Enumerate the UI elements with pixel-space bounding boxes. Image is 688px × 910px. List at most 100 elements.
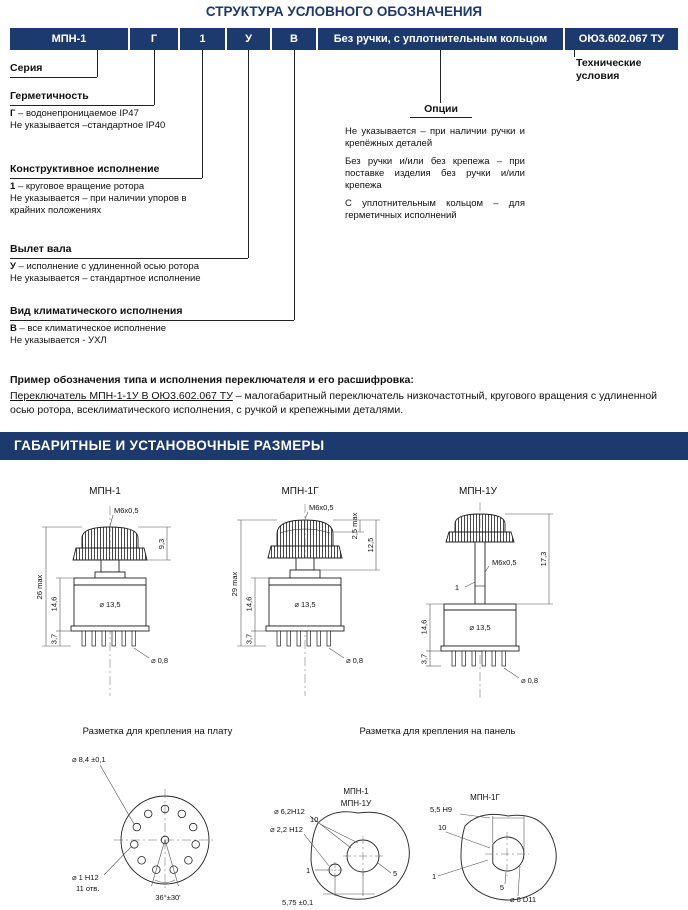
dim-pin-height: 3,7 [420, 654, 429, 664]
designation-box-tu: ОЮ3.602.067 ТУ [565, 28, 678, 50]
dim-body-diameter: ⌀ 13,5 [469, 623, 490, 632]
dim-pitch: 5,75 ±0,1 [282, 898, 313, 907]
dimension-labels: M6x0,5 17,3 1 14,6 3,7 ⌀ 13,5 ⌀ 0,8 [420, 552, 549, 685]
dim-pin-diameter: ⌀ 0,8 [521, 676, 538, 685]
dim-chamfer: 1 [455, 583, 459, 592]
plate-mounting-drawing: ⌀ 8,4 ±0,1 ⌀ 1 H12 11 отв. 36°±30' [72, 755, 216, 902]
dim-total-height: 29 max [230, 571, 239, 596]
connector-tu [574, 50, 575, 57]
section-dimensions-title: ГАБАРИТНЫЕ И УСТАНОВОЧНЫЕ РАЗМЕРЫ [0, 432, 688, 460]
legend-hermetic-line1: Г – водонепроницаемое IP47 [10, 108, 139, 120]
variant-label-mpn1: МПН-1 [89, 486, 121, 497]
legend-climate-text: – все климатическое исполнение [16, 323, 167, 334]
switch-outline [265, 504, 345, 696]
legend-shaft-line2: Не указывается – стандартное исполнение [10, 273, 201, 284]
legend-design-key: 1 [10, 181, 16, 192]
dim-knob-height: 12,5 [366, 538, 375, 553]
dim-pin-diameter: ⌀ 0,8 [346, 656, 363, 665]
example-description: – малогабаритный переключатель низкочаст… [10, 390, 658, 416]
connector-design [202, 50, 203, 178]
designation-box-options: Без ручки, с уплотнительным кольцом [318, 28, 563, 50]
panel-std-labels: МПН-1 МПН-1У [341, 787, 372, 808]
legend-climate-key: В [10, 323, 17, 334]
dim-hole-diameter: ⌀ 6 D11 [510, 895, 536, 904]
switch-outline [70, 506, 150, 696]
legend-hermetic-text: – водонепроницаемое IP47 [15, 108, 139, 119]
dim-pin-height: 3,7 [50, 634, 59, 644]
panel-std-outline [310, 811, 410, 900]
dim-1: 1 [432, 872, 436, 881]
legend-climate-line2: Не указывается - УХЛ [10, 335, 107, 346]
dim-body-height: 14,6 [245, 597, 254, 612]
dimension-lines [42, 514, 171, 659]
options-item-1: Не указывается – при наличии ручки и кре… [345, 126, 525, 149]
plate-dimension-lines [99, 764, 179, 887]
dim-hole-count: 11 отв. [76, 884, 99, 893]
dim-hole-diameter: ⌀ 1 H12 [72, 873, 99, 882]
designation-box-series: МПН-1 [10, 28, 128, 50]
dim-1: 1 [306, 866, 310, 875]
legend-shaft-title: Вылет вала [10, 243, 248, 259]
variant-label-mpn1g: МПН-1Г [281, 486, 319, 497]
panel-sealed-dimension-labels: 5,5 H9 10 1 5 ⌀ 6 D11 [430, 805, 536, 904]
panel-sealed-outline [460, 813, 557, 901]
dim-big-hole: ⌀ 6,2H12 [274, 807, 305, 816]
legend-design-line1: 1 – круговое вращение ротора [10, 181, 144, 193]
dim-body-height: 14,6 [50, 597, 59, 612]
dim-pin-height: 3,7 [245, 634, 254, 644]
panel-mounting-sealed-drawing: МПН-1Г 5,5 H9 10 1 5 ⌀ 6 D11 [430, 793, 557, 904]
dim-5: 5 [393, 869, 397, 878]
legend-hermetic-title: Герметичность [10, 90, 154, 106]
legend-shaft-text: – исполнение с удлиненной осью ротора [15, 261, 199, 272]
dim-thread: M6x0,5 [492, 558, 517, 567]
drawing-mpn1: M6x0,5 26 max 14,6 3,7 9,3 ⌀ 13,5 ⌀ 0,8 [35, 506, 171, 696]
dim-thread: M6x0,5 [114, 506, 139, 515]
plate-dimension-labels: ⌀ 8,4 ±0,1 ⌀ 1 H12 11 отв. 36°±30' [72, 755, 181, 902]
dim-hole-angle: 36°±30' [155, 893, 181, 902]
example-designation: Переключатель МПН-1-1У В ОЮ3.602.067 ТУ [10, 390, 233, 402]
plate-outline [114, 789, 216, 891]
panel-std-dimension-labels: ⌀ 6,2H12 ⌀ 2,2 H12 10 1 5 5,75 ±0,1 [270, 807, 397, 907]
dim-total-height: 26 max [35, 574, 44, 599]
drawing-mpn1g: M6x0,5 29 max 14,6 3,7 2,5 max 12,5 ⌀ 13… [230, 503, 380, 696]
options-item-2: Без ручки и/или без крепежа – при постав… [345, 156, 525, 191]
connector-climate [294, 50, 295, 320]
designation-row: МПН-1 Г 1 У В Без ручки, с уплотнительны… [10, 28, 678, 50]
variant-label-mpn1u: МПН-1У [459, 486, 497, 497]
connector-shaft [248, 50, 249, 258]
dim-circle-diameter: ⌀ 8,4 ±0,1 [72, 755, 106, 764]
page-title: СТРУКТУРА УСЛОВНОГО ОБОЗНАЧЕНИЯ [205, 4, 483, 19]
legend-design-title: Конструктивное исполнение [10, 163, 202, 179]
panel-std-dimension-lines [303, 815, 392, 896]
legend-options-title: Опции [410, 103, 472, 118]
panel-std-label-1: МПН-1 [343, 787, 369, 796]
panel-sealed-label: МПН-1Г [470, 793, 500, 802]
dim-small-hole: ⌀ 2,2 H12 [270, 825, 303, 834]
dimension-lines [426, 513, 553, 679]
legend-design-line2: Не указывается – при наличии упоров в кр… [10, 193, 187, 216]
panel-std-holes [327, 836, 383, 878]
switch-outline [440, 502, 520, 700]
designation-box-design: 1 [180, 28, 225, 50]
dimension-lines [237, 511, 380, 659]
dim-body-diameter: ⌀ 13,5 [294, 600, 315, 609]
dim-knob-height: 9,3 [157, 539, 166, 549]
legend-climate-title: Вид климатического исполнения [10, 305, 294, 321]
panel-sealed-dimension-lines [437, 813, 525, 897]
legend-climate-line1: В – все климатическое исполнение [10, 323, 166, 335]
dim-10: 10 [310, 815, 318, 824]
caption-plate-mounting: Разметка для крепления на плату [82, 726, 233, 737]
dim-flat: 5,5 H9 [430, 805, 452, 814]
legend-hermetic-line2: Не указывается –стандартное IP40 [10, 120, 166, 131]
caption-panel-mounting: Разметка для крепления на панель [359, 726, 516, 737]
example-heading: Пример обозначения типа и исполнения пер… [10, 374, 414, 386]
legend-series-title: Серия [10, 62, 97, 78]
dim-boot-height: 2,5 max [350, 512, 359, 539]
dimension-labels: M6x0,5 26 max 14,6 3,7 9,3 ⌀ 13,5 ⌀ 0,8 [35, 506, 168, 665]
example-body: Переключатель МПН-1-1У В ОЮ3.602.067 ТУ … [10, 389, 682, 417]
legend-shaft-key: У [10, 261, 16, 272]
drawing-mpn1u: M6x0,5 17,3 1 14,6 3,7 ⌀ 13,5 ⌀ 0,8 [420, 502, 553, 700]
designation-box-climate: В [272, 28, 316, 50]
dim-5: 5 [500, 883, 504, 892]
